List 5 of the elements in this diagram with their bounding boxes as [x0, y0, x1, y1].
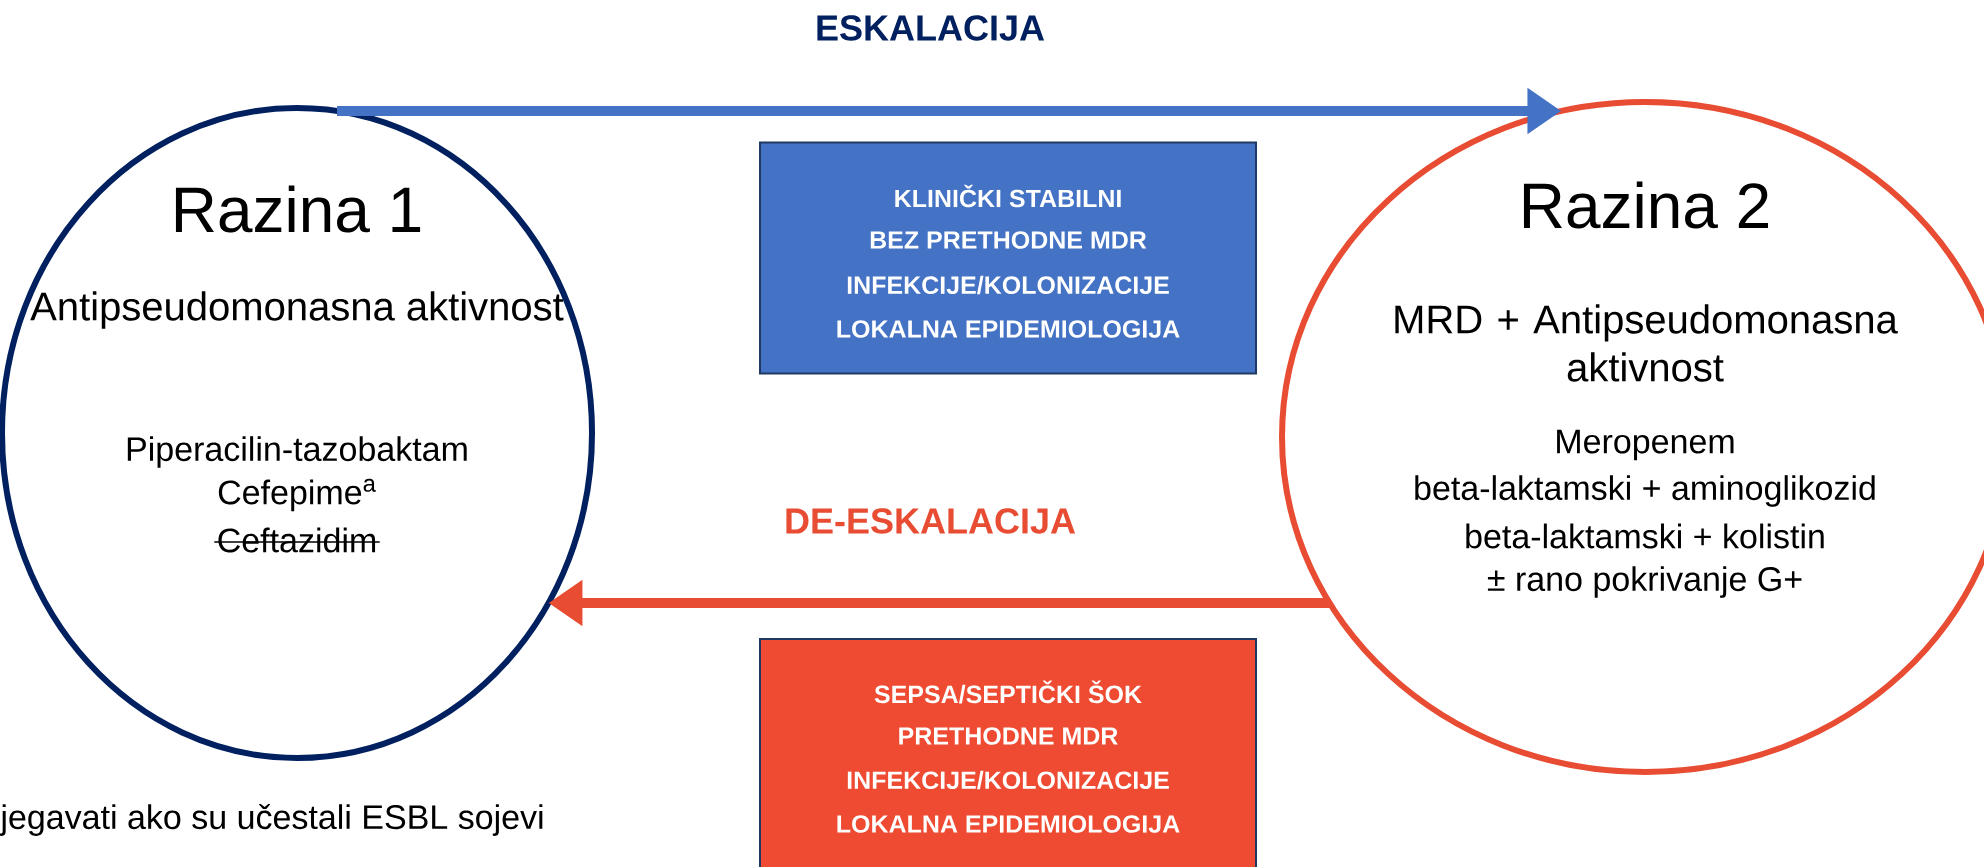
criteria-box: SEPSA/SEPTIČKI ŠOK PRETHODNE MDR INFEKCIJE/KOLONIZACIJE LOKALNA EPIDEMIOLOGIJA [759, 638, 1257, 867]
edge-label: DE-ESKALACIJA [780, 504, 1081, 538]
criteria-box: KLINIČKI STABILNI BEZ PRETHODNE MDR INFEKCIJE/KOLONIZACIJE LOKALNA EPIDEMIOLOGIJA [759, 141, 1257, 375]
footnote: jegavati ako su učestali ESBL sojevi [0, 804, 543, 836]
edge-label: ESKALACIJA [811, 11, 1050, 45]
